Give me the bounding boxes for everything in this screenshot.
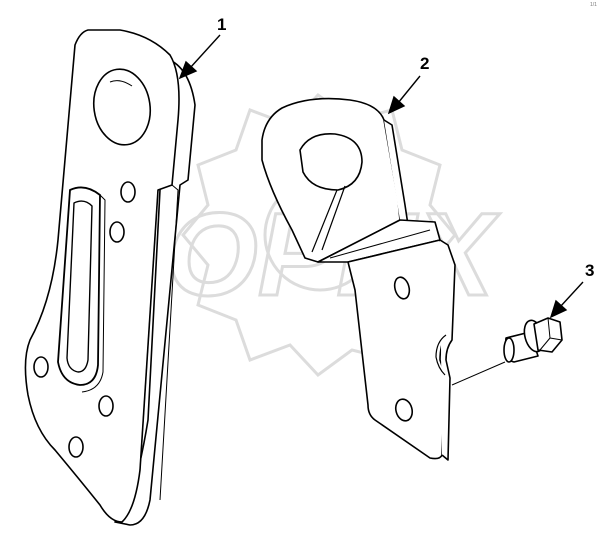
leader-arrow-icon (178, 34, 584, 319)
corner-mark: 1/1 (590, 2, 597, 8)
callout-label-1: 1 (217, 15, 227, 34)
part-2-bracket (261, 97, 456, 461)
callout-label-3: 3 (585, 261, 595, 280)
part-3-bolt (503, 317, 563, 363)
part-1-plate (24, 29, 196, 526)
callout-label-2: 2 (420, 54, 430, 73)
assembly-axis-line (451, 361, 506, 386)
